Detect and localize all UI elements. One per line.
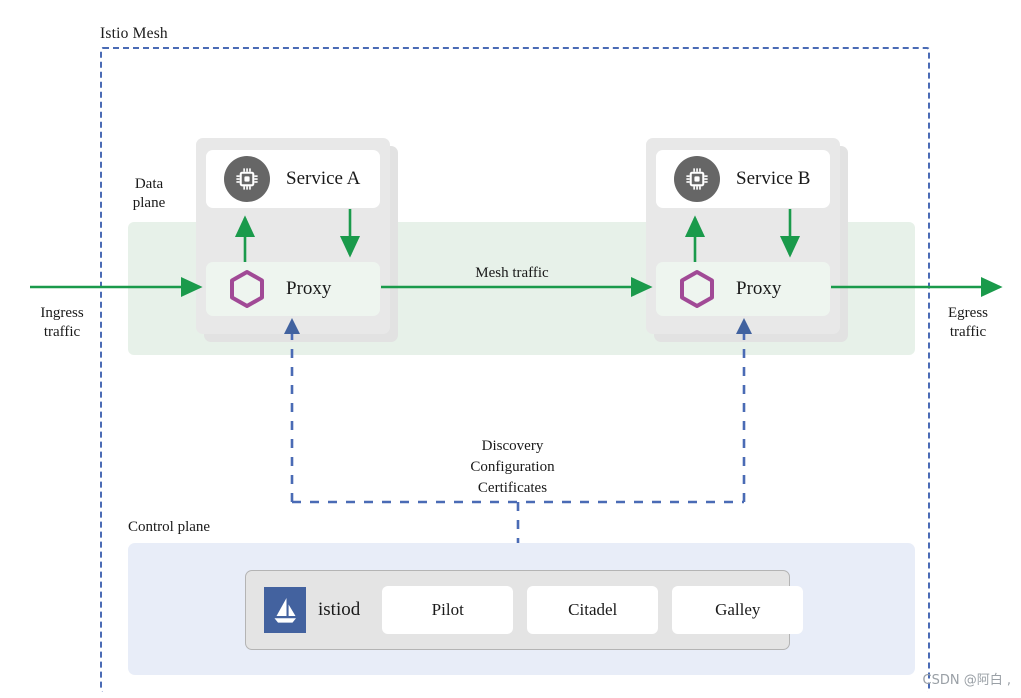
data-plane-label-line2: plane xyxy=(132,195,166,211)
proxy-a-label: Proxy xyxy=(286,278,332,299)
hexagon-icon xyxy=(674,266,720,312)
istio-mesh-title: Istio Mesh xyxy=(100,25,168,42)
proxy-b-card[interactable]: Proxy xyxy=(656,262,830,316)
control-plane-label: Control plane xyxy=(128,519,211,535)
egress-label-line1: Egress xyxy=(948,305,988,321)
istio-mesh-boundary xyxy=(100,47,930,692)
istiod-label: istiod xyxy=(318,599,361,620)
component-label: Citadel xyxy=(568,600,618,619)
ingress-label-line1: Ingress xyxy=(40,305,84,321)
istiod-brand[interactable]: istiod xyxy=(264,587,360,633)
mesh-traffic-label: Mesh traffic xyxy=(475,265,549,281)
ingress-label-line2: traffic xyxy=(43,324,81,340)
control-signal-configuration: Configuration xyxy=(470,459,555,475)
service-a-card[interactable]: Service A xyxy=(206,150,380,208)
cpu-chip-icon xyxy=(674,156,720,202)
service-b-card[interactable]: Service B xyxy=(656,150,830,208)
egress-label-line2: traffic xyxy=(949,324,987,340)
hexagon-icon xyxy=(224,266,270,312)
control-signal-discovery: Discovery xyxy=(481,438,544,454)
control-plane-component-galley[interactable]: Galley xyxy=(672,586,804,634)
control-plane-component-citadel[interactable]: Citadel xyxy=(527,586,659,634)
control-signals-label: Discovery Configuration Certificates xyxy=(430,436,595,499)
istiod-component-group: istiod Pilot Citadel Galley xyxy=(245,570,804,650)
service-b-label: Service B xyxy=(736,168,811,189)
control-signal-certificates: Certificates xyxy=(477,480,548,496)
service-a-label: Service A xyxy=(286,168,361,189)
component-label: Galley xyxy=(715,600,761,619)
ingress-traffic-label: Ingress traffic xyxy=(28,304,96,342)
egress-traffic-label: Egress traffic xyxy=(934,304,1002,342)
data-plane-label-line1: Data xyxy=(134,176,164,192)
component-label: Pilot xyxy=(431,600,464,619)
control-plane-component-pilot[interactable]: Pilot xyxy=(382,586,514,634)
proxy-b-label: Proxy xyxy=(736,278,782,299)
data-plane-label: Data plane xyxy=(119,175,179,213)
watermark: CSDN @阿白 , xyxy=(922,673,1011,688)
proxy-a-card[interactable]: Proxy xyxy=(206,262,380,316)
cpu-chip-icon xyxy=(224,156,270,202)
istio-sailboat-logo-icon xyxy=(264,587,306,633)
